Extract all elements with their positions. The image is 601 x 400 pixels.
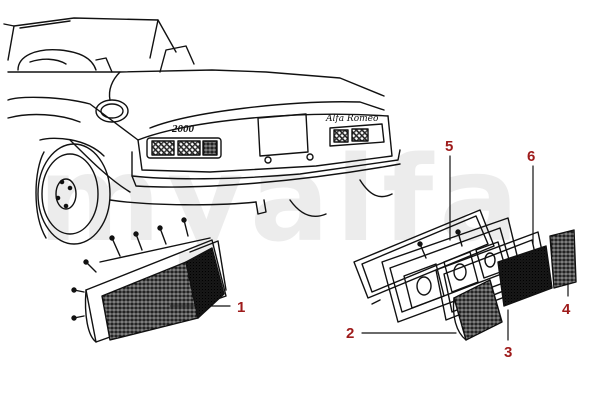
script-badge: Alfa Romeo — [325, 114, 379, 124]
part-4-end-lens — [549, 229, 577, 289]
model-badge: 2000 — [171, 123, 195, 135]
part-5-gasket — [353, 209, 495, 299]
part-1-taillight-assembly — [71, 217, 227, 343]
callout-2: 2 — [346, 325, 355, 342]
callout-1: 1 — [237, 299, 246, 316]
part-3-dark-lens — [497, 245, 553, 307]
callout-3: 3 — [504, 344, 513, 361]
part-2-small-lens — [452, 279, 503, 341]
car-illustration: 2000 Alfa Romeo — [3, 17, 401, 245]
callout-5: 5 — [445, 138, 454, 155]
leader-lines — [169, 155, 569, 341]
callout-6: 6 — [527, 148, 536, 165]
callout-4: 4 — [562, 301, 571, 318]
